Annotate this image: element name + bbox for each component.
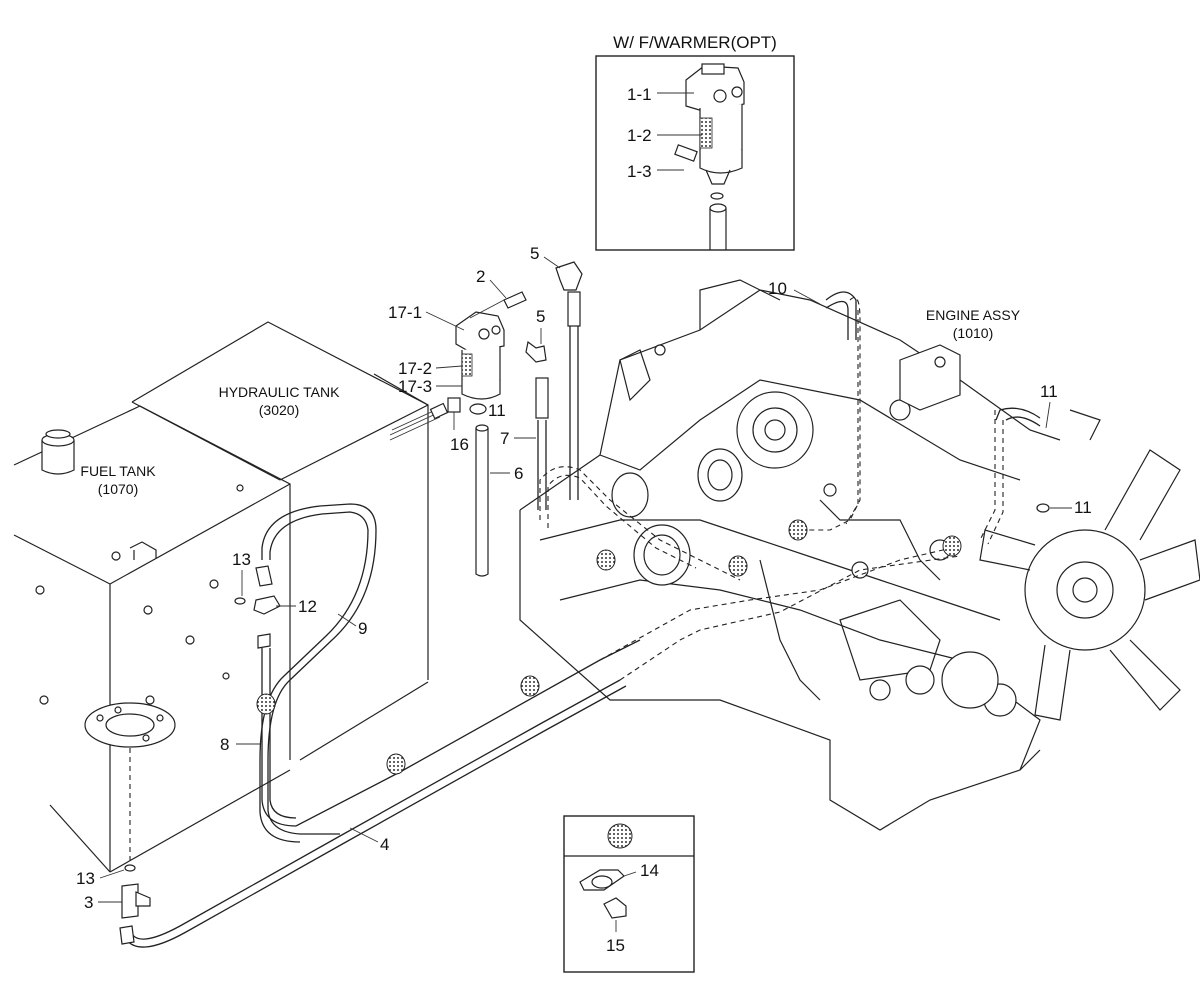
- hydraulic-tank-caption: HYDRAULIC TANK: [219, 384, 341, 400]
- fuel-filter-assembly: [389, 261, 583, 441]
- label-4: 4: [380, 835, 389, 854]
- label-11-filter: 11: [488, 401, 506, 420]
- fuel-warmer-filter-drawing: [674, 63, 745, 250]
- label-7: 7: [500, 429, 509, 448]
- label-5-top: 5: [530, 244, 539, 263]
- hydraulic-tank-number: (3020): [259, 402, 299, 418]
- fuel-tank-number: (1070): [98, 481, 138, 497]
- label-1-1: 1-1: [627, 85, 652, 104]
- fuel-tank-caption: FUEL TANK: [80, 463, 156, 479]
- label-9: 9: [358, 619, 367, 638]
- label-2: 2: [476, 267, 485, 286]
- clamp-symbol: [607, 823, 633, 849]
- label-11-fan: 11: [1074, 498, 1092, 517]
- label-10: 10: [768, 279, 787, 298]
- label-11-engine: 11: [1040, 382, 1058, 401]
- left-fittings: [119, 565, 281, 945]
- label-1-3: 1-3: [627, 162, 652, 181]
- o-ring-right: [1036, 503, 1050, 513]
- label-5-mid: 5: [536, 307, 545, 326]
- label-17-2: 17-2: [398, 359, 432, 378]
- hydraulic-tank: HYDRAULIC TANK (3020): [131, 321, 429, 761]
- inset-title: W/ F/WARMER(OPT): [613, 33, 777, 52]
- engine-assembly: ENGINE ASSY (1010): [519, 279, 1200, 831]
- label-1-2: 1-2: [627, 126, 652, 145]
- engine-assy-number: (1010): [953, 325, 993, 341]
- label-6: 6: [514, 464, 523, 483]
- label-3: 3: [84, 893, 93, 912]
- label-13-lower: 13: [76, 869, 95, 888]
- label-16: 16: [450, 435, 469, 454]
- label-14: 14: [640, 861, 659, 880]
- label-8: 8: [220, 735, 229, 754]
- label-17-3: 17-3: [398, 377, 432, 396]
- clamp-detail-inset: 14 15: [563, 815, 695, 973]
- label-13-upper: 13: [232, 550, 251, 569]
- cooling-fan: [979, 409, 1200, 721]
- callouts: 2 5 5 17-1 17-2 17-3 11 16 7 6 10 11 11 …: [76, 244, 1092, 912]
- engine-assy-caption: ENGINE ASSY: [926, 307, 1021, 323]
- fuel-tank: FUEL TANK (1070): [13, 405, 291, 873]
- label-15: 15: [606, 936, 625, 955]
- fuel-warmer-inset: W/ F/WARMER(OPT) 1-1 1-2 1-3: [595, 33, 795, 251]
- label-12: 12: [298, 597, 317, 616]
- label-17-1: 17-1: [388, 303, 422, 322]
